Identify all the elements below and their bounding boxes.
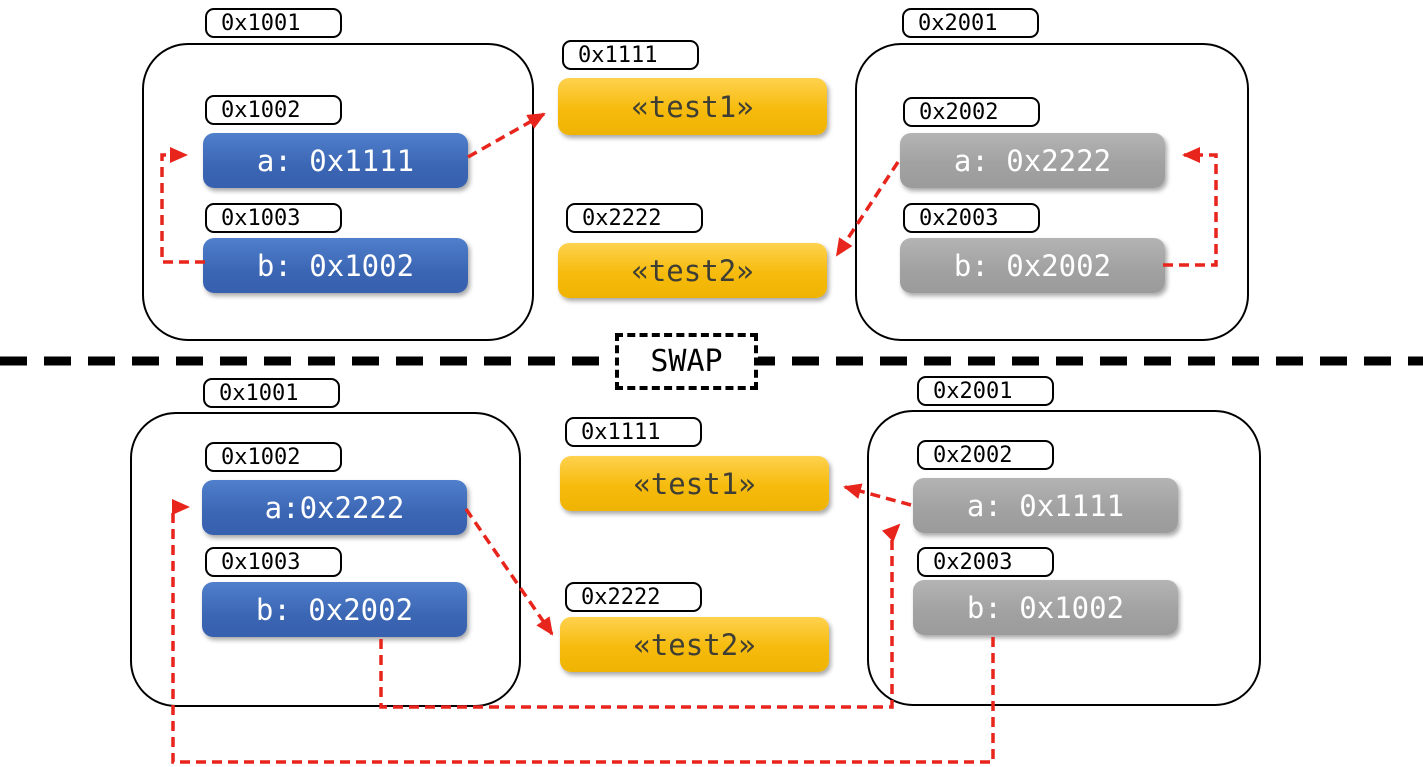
before-left-struct-outline <box>142 43 534 341</box>
after-left-field-a: a:0x2222 <box>202 480 467 535</box>
address-tag: 0x2222 <box>566 203 703 233</box>
after-string-test2: «test2» <box>560 617 829 672</box>
address-tag: 0x1003 <box>205 547 342 577</box>
address-tag: 0x2002 <box>917 440 1054 470</box>
swap-label-box: SWAP <box>615 333 758 390</box>
address-tag: 0x2003 <box>903 203 1040 233</box>
address-tag: 0x2002 <box>903 97 1040 127</box>
address-tag: 0x2003 <box>917 547 1054 577</box>
address-tag: 0x2222 <box>565 582 702 612</box>
address-tag: 0x2001 <box>902 8 1039 38</box>
before-string-test2: «test2» <box>558 243 827 298</box>
address-tag: 0x1111 <box>562 40 699 70</box>
after-string-test1: «test1» <box>560 456 829 511</box>
before-right-struct-outline <box>855 43 1249 341</box>
before-right-field-a: a: 0x2222 <box>900 133 1165 188</box>
address-tag: 0x1002 <box>205 442 342 472</box>
address-tag: 0x1003 <box>205 203 342 233</box>
address-tag: 0x2001 <box>917 376 1054 406</box>
before-string-test1: «test1» <box>558 78 827 135</box>
after-left-field-b: b: 0x2002 <box>202 582 467 637</box>
address-tag: 0x1001 <box>205 8 342 38</box>
before-left-field-a: a: 0x1111 <box>203 133 468 188</box>
address-tag: 0x1111 <box>565 417 702 447</box>
before-left-field-b: b: 0x1002 <box>203 238 468 293</box>
after-right-field-b: b: 0x1002 <box>913 580 1178 635</box>
address-tag: 0x1001 <box>203 378 340 408</box>
before-right-field-b: b: 0x2002 <box>900 238 1165 293</box>
after-right-field-a: a: 0x1111 <box>913 478 1178 533</box>
swap-label: SWAP <box>650 344 723 379</box>
address-tag: 0x1002 <box>205 95 342 125</box>
